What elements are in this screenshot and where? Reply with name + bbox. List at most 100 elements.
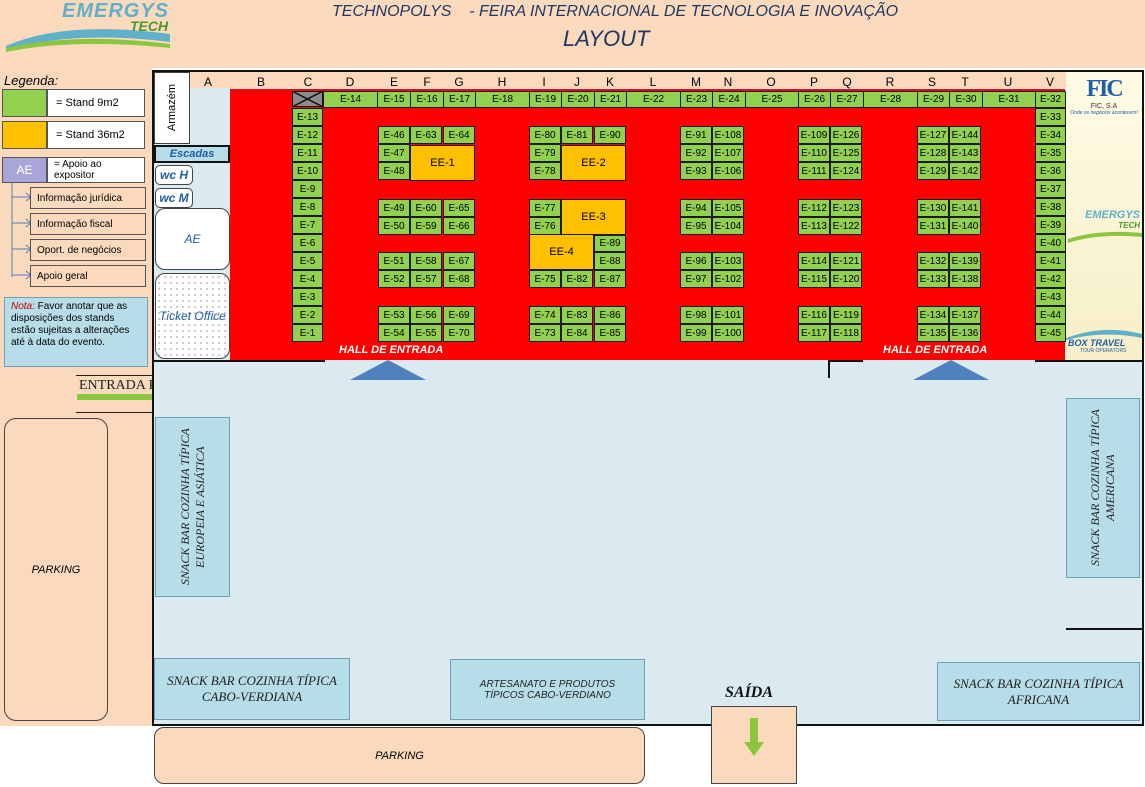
stand-e-70[interactable]: E-70 [443, 324, 475, 342]
stand-e-100[interactable]: E-100 [712, 324, 744, 342]
stand-e-33[interactable]: E-33 [1035, 108, 1066, 126]
stand-e-143[interactable]: E-143 [949, 144, 981, 162]
stand-e-43[interactable]: E-43 [1035, 288, 1066, 306]
stand-e-41[interactable]: E-41 [1035, 252, 1066, 270]
stand-e-3[interactable]: E-3 [292, 288, 323, 306]
stand-e-22[interactable]: E-22 [626, 91, 681, 108]
stand-e-50[interactable]: E-50 [378, 217, 410, 235]
stand-e-140[interactable]: E-140 [949, 217, 981, 235]
stand-e-87[interactable]: E-87 [594, 270, 626, 288]
stand-e-141[interactable]: E-141 [949, 199, 981, 217]
stand-e-132[interactable]: E-132 [917, 252, 949, 270]
stand-e-113[interactable]: E-113 [798, 217, 830, 235]
stand-e-85[interactable]: E-85 [594, 324, 626, 342]
stand-e-78[interactable]: E-78 [529, 162, 561, 180]
stand-e-82[interactable]: E-82 [561, 270, 593, 288]
stand-e-80[interactable]: E-80 [529, 126, 561, 144]
stand-e-131[interactable]: E-131 [917, 217, 949, 235]
stand-e-32[interactable]: E-32 [1035, 91, 1066, 108]
stand-e-7[interactable]: E-7 [292, 216, 323, 234]
stand-e-116[interactable]: E-116 [798, 306, 830, 324]
big-stand-ee4[interactable]: EE-4 [529, 234, 594, 270]
stand-e-63[interactable]: E-63 [410, 126, 442, 144]
stand-e-24[interactable]: E-24 [712, 91, 746, 108]
stand-e-18[interactable]: E-18 [475, 91, 530, 108]
stand-e-134[interactable]: E-134 [917, 306, 949, 324]
stand-e-37[interactable]: E-37 [1035, 180, 1066, 198]
stand-e-119[interactable]: E-119 [830, 306, 862, 324]
stand-e-98[interactable]: E-98 [680, 306, 712, 324]
stand-e-25[interactable]: E-25 [745, 91, 799, 108]
stand-e-123[interactable]: E-123 [830, 199, 862, 217]
stand-e-55[interactable]: E-55 [410, 324, 442, 342]
stand-e-91[interactable]: E-91 [680, 126, 712, 144]
stand-e-4[interactable]: E-4 [292, 270, 323, 288]
stand-e-74[interactable]: E-74 [529, 306, 561, 324]
stand-e-45[interactable]: E-45 [1035, 324, 1066, 342]
big-stand-ee3[interactable]: EE-3 [561, 199, 626, 235]
stand-e-66[interactable]: E-66 [443, 217, 475, 235]
stand-e-94[interactable]: E-94 [680, 199, 712, 217]
stand-e-58[interactable]: E-58 [410, 252, 442, 270]
stand-e-73[interactable]: E-73 [529, 324, 561, 342]
stand-e-1[interactable]: E-1 [292, 324, 323, 342]
stand-e-29[interactable]: E-29 [917, 91, 950, 108]
stand-e-137[interactable]: E-137 [949, 306, 981, 324]
stand-e-64[interactable]: E-64 [443, 126, 475, 144]
stand-e-95[interactable]: E-95 [680, 217, 712, 235]
stand-e-120[interactable]: E-120 [830, 270, 862, 288]
stand-e-75[interactable]: E-75 [529, 270, 561, 288]
stand-e-8[interactable]: E-8 [292, 198, 323, 216]
stand-e-81[interactable]: E-81 [561, 126, 593, 144]
stand-e-67[interactable]: E-67 [443, 252, 475, 270]
stand-e-36[interactable]: E-36 [1035, 162, 1066, 180]
stand-e-110[interactable]: E-110 [798, 144, 830, 162]
stand-e-26[interactable]: E-26 [798, 91, 831, 108]
stand-e-112[interactable]: E-112 [798, 199, 830, 217]
stand-e-125[interactable]: E-125 [830, 144, 862, 162]
stand-e-127[interactable]: E-127 [917, 126, 949, 144]
stand-e-52[interactable]: E-52 [378, 270, 410, 288]
stand-e-129[interactable]: E-129 [917, 162, 949, 180]
stand-e-54[interactable]: E-54 [378, 324, 410, 342]
stand-e-79[interactable]: E-79 [529, 144, 561, 162]
stand-e-44[interactable]: E-44 [1035, 306, 1066, 324]
stand-e-115[interactable]: E-115 [798, 270, 830, 288]
stand-e-17[interactable]: E-17 [443, 91, 476, 108]
stand-e-114[interactable]: E-114 [798, 252, 830, 270]
stand-e-35[interactable]: E-35 [1035, 144, 1066, 162]
stand-e-10[interactable]: E-10 [292, 162, 323, 180]
stand-e-92[interactable]: E-92 [680, 144, 712, 162]
stand-e-144[interactable]: E-144 [949, 126, 981, 144]
stand-e-48[interactable]: E-48 [378, 162, 410, 180]
stand-e-90[interactable]: E-90 [594, 126, 626, 144]
stand-e-117[interactable]: E-117 [798, 324, 830, 342]
stand-e-38[interactable]: E-38 [1035, 198, 1066, 216]
stand-e-65[interactable]: E-65 [443, 199, 475, 217]
stand-e-47[interactable]: E-47 [378, 144, 410, 162]
stand-e-69[interactable]: E-69 [443, 306, 475, 324]
stand-e-135[interactable]: E-135 [917, 324, 949, 342]
stand-e-2[interactable]: E-2 [292, 306, 323, 324]
stand-e-39[interactable]: E-39 [1035, 216, 1066, 234]
stand-e-133[interactable]: E-133 [917, 270, 949, 288]
stand-e-15[interactable]: E-15 [377, 91, 411, 108]
stand-e-9[interactable]: E-9 [292, 180, 323, 198]
stand-e-56[interactable]: E-56 [410, 306, 442, 324]
stand-e-108[interactable]: E-108 [712, 126, 744, 144]
stand-e-12[interactable]: E-12 [292, 126, 323, 144]
stand-e-14[interactable]: E-14 [323, 91, 378, 108]
stand-e-86[interactable]: E-86 [594, 306, 626, 324]
stand-e-105[interactable]: E-105 [712, 199, 744, 217]
stand-e-88[interactable]: E-88 [594, 252, 626, 270]
stand-e-121[interactable]: E-121 [830, 252, 862, 270]
stand-e-40[interactable]: E-40 [1035, 234, 1066, 252]
stand-e-102[interactable]: E-102 [712, 270, 744, 288]
stand-e-76[interactable]: E-76 [529, 217, 561, 235]
stand-e-28[interactable]: E-28 [863, 91, 918, 108]
stand-e-128[interactable]: E-128 [917, 144, 949, 162]
stand-e-109[interactable]: E-109 [798, 126, 830, 144]
stand-e-96[interactable]: E-96 [680, 252, 712, 270]
stand-e-130[interactable]: E-130 [917, 199, 949, 217]
stand-e-5[interactable]: E-5 [292, 252, 323, 270]
